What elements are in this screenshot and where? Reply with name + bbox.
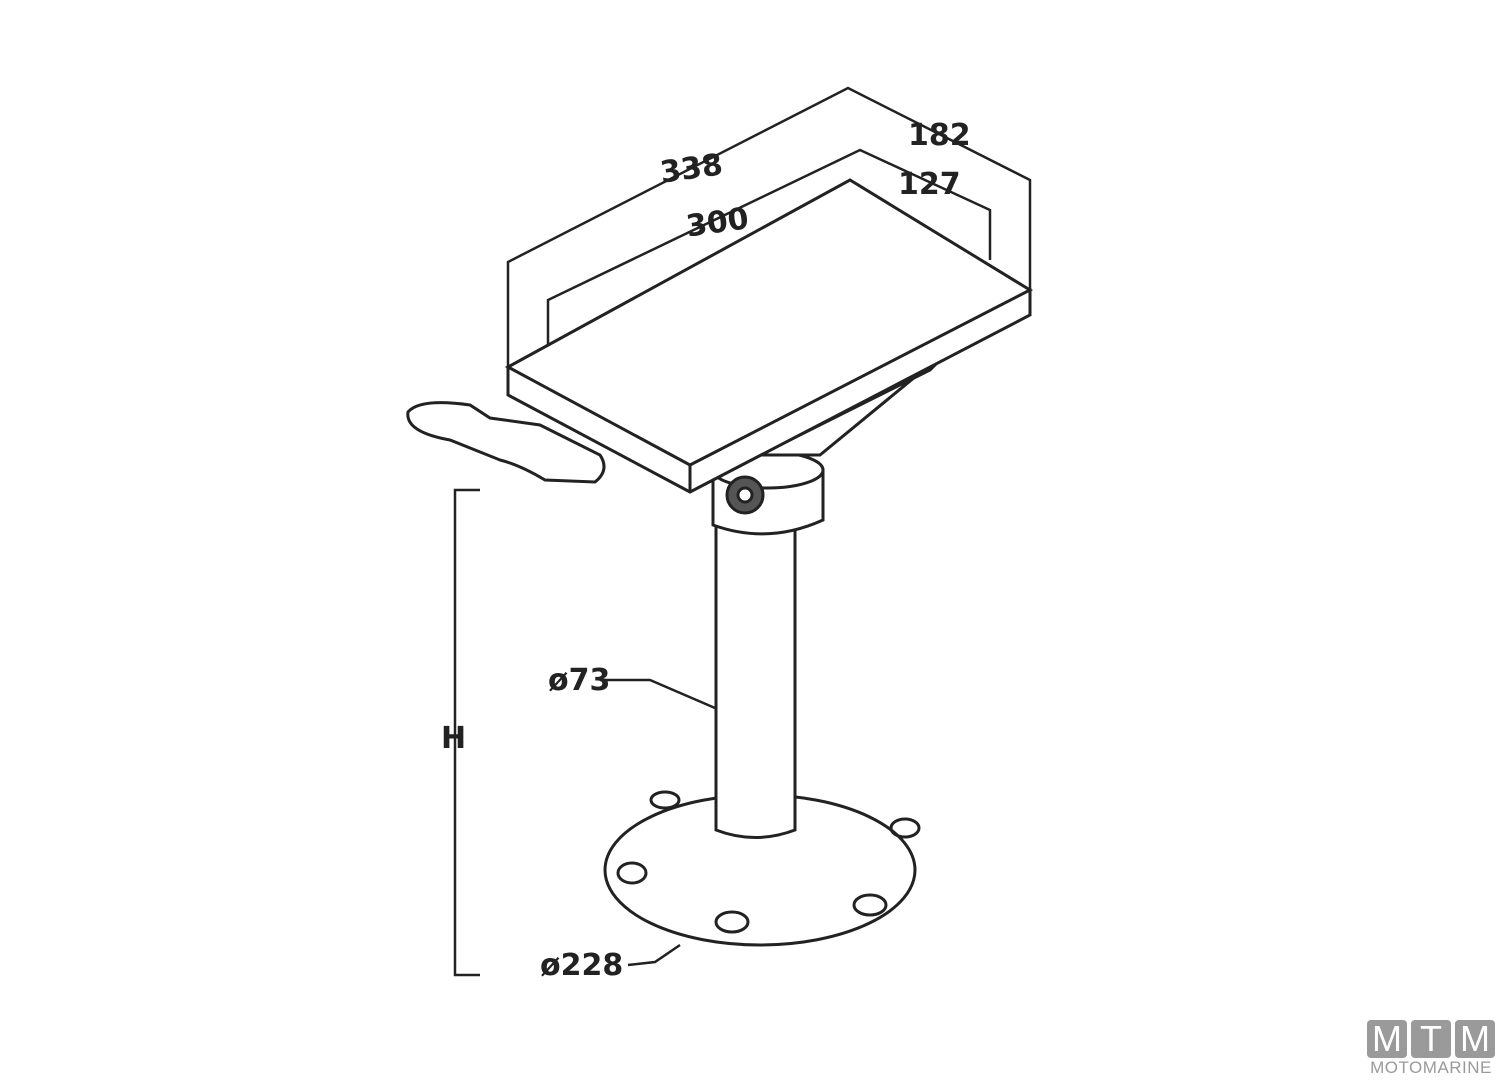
base-plate	[603, 790, 921, 947]
foot-pedal	[406, 401, 606, 484]
logo-letter: M	[1367, 1020, 1407, 1058]
table-top	[504, 178, 1034, 494]
inner-width-label: 127	[898, 167, 961, 202]
logo-name: MOTOMARINE	[1370, 1058, 1492, 1077]
outer-length-label: 338	[658, 147, 725, 190]
column-diameter-label: ø73	[548, 663, 610, 698]
base-diameter-label: ø228	[540, 948, 623, 983]
motomarine-logo: M T M MOTOMARINE	[1367, 1020, 1495, 1078]
logo-letter: T	[1411, 1020, 1451, 1058]
logo-letter: M	[1455, 1020, 1495, 1058]
column	[711, 450, 825, 839]
outer-width-label: 182	[908, 118, 971, 153]
height-label: H	[441, 721, 466, 756]
dimension-lines	[453, 86, 1032, 977]
inner-length-label: 300	[684, 201, 751, 244]
adjustment-knob	[725, 475, 765, 515]
